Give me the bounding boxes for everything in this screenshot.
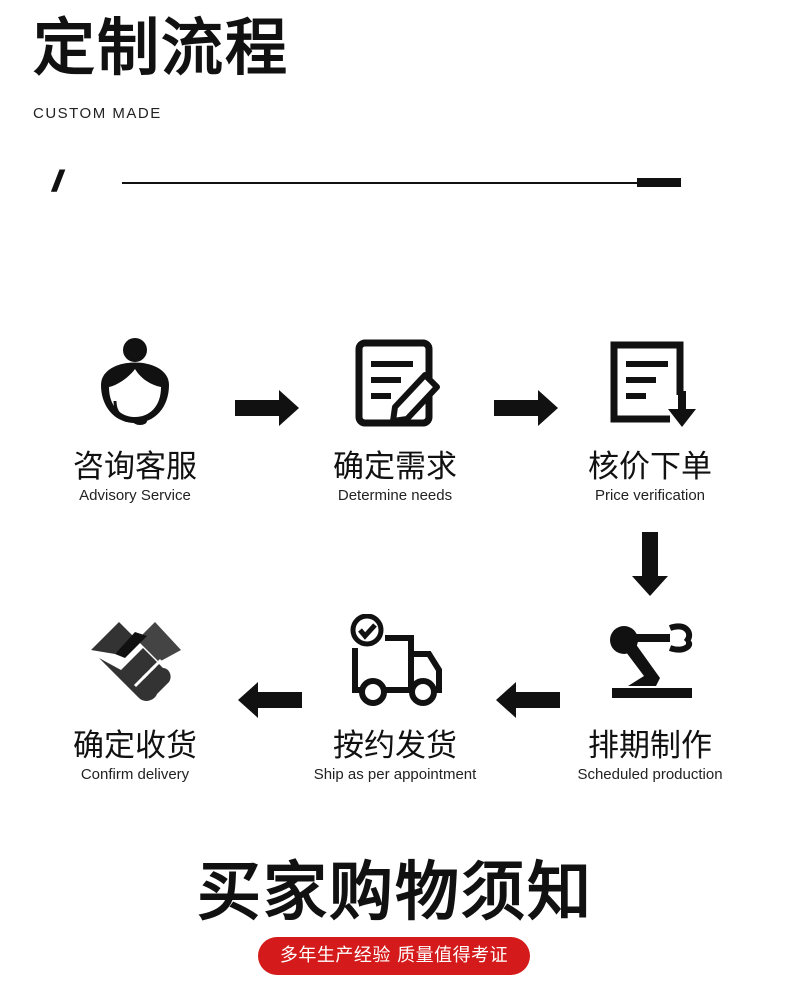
document-download-icon <box>610 341 696 427</box>
step-scheduled-production: 排期制作 Scheduled production <box>550 614 750 784</box>
step-label-cn: 按约发货 <box>333 728 457 764</box>
step-label-en: Ship as per appointment <box>313 766 477 783</box>
page-subtitle: CUSTOM MADE <box>33 105 162 122</box>
step-determine-needs: 确定需求 Determine needs <box>295 335 495 505</box>
customer-service-headset-icon <box>101 338 169 425</box>
step-price-verification: 核价下单 Price verification <box>550 335 750 505</box>
step-label-en: Scheduled production <box>577 766 723 783</box>
arrow-left-icon <box>238 682 302 718</box>
step-label-en: Price verification <box>594 487 706 504</box>
step-label-en: Confirm delivery <box>80 766 190 783</box>
step-label-cn: 排期制作 <box>588 728 712 764</box>
step-label-en: Advisory Service <box>79 487 191 504</box>
step-confirm-delivery: 确定收货 Confirm delivery <box>35 614 235 784</box>
arrow-right-icon <box>494 390 558 426</box>
decorative-slashes: // <box>52 165 62 198</box>
handshake-icon <box>91 622 181 701</box>
quality-badge: 多年生产经验 质量值得考证 <box>258 937 530 975</box>
shopping-notice-title: 买家购物须知 <box>197 856 593 930</box>
robot-arm-icon <box>610 623 693 698</box>
step-advisory-service: 咨询客服 Advisory Service <box>35 335 235 505</box>
divider-line <box>122 182 642 184</box>
step-label-cn: 咨询客服 <box>73 449 197 485</box>
document-edit-icon <box>355 339 440 427</box>
step-ship-as-per-appointment: 按约发货 Ship as per appointment <box>295 614 495 784</box>
arrow-right-icon <box>235 390 299 426</box>
step-label-cn: 确定收货 <box>73 728 197 764</box>
step-label-cn: 核价下单 <box>588 449 712 485</box>
step-label-cn: 确定需求 <box>333 449 457 485</box>
step-label-en: Determine needs <box>337 487 453 504</box>
arrow-down-icon <box>632 532 668 596</box>
page-title: 定制流程 <box>33 11 290 84</box>
divider-accent <box>637 178 681 187</box>
delivery-truck-icon <box>350 614 442 706</box>
arrow-left-icon <box>496 682 560 718</box>
